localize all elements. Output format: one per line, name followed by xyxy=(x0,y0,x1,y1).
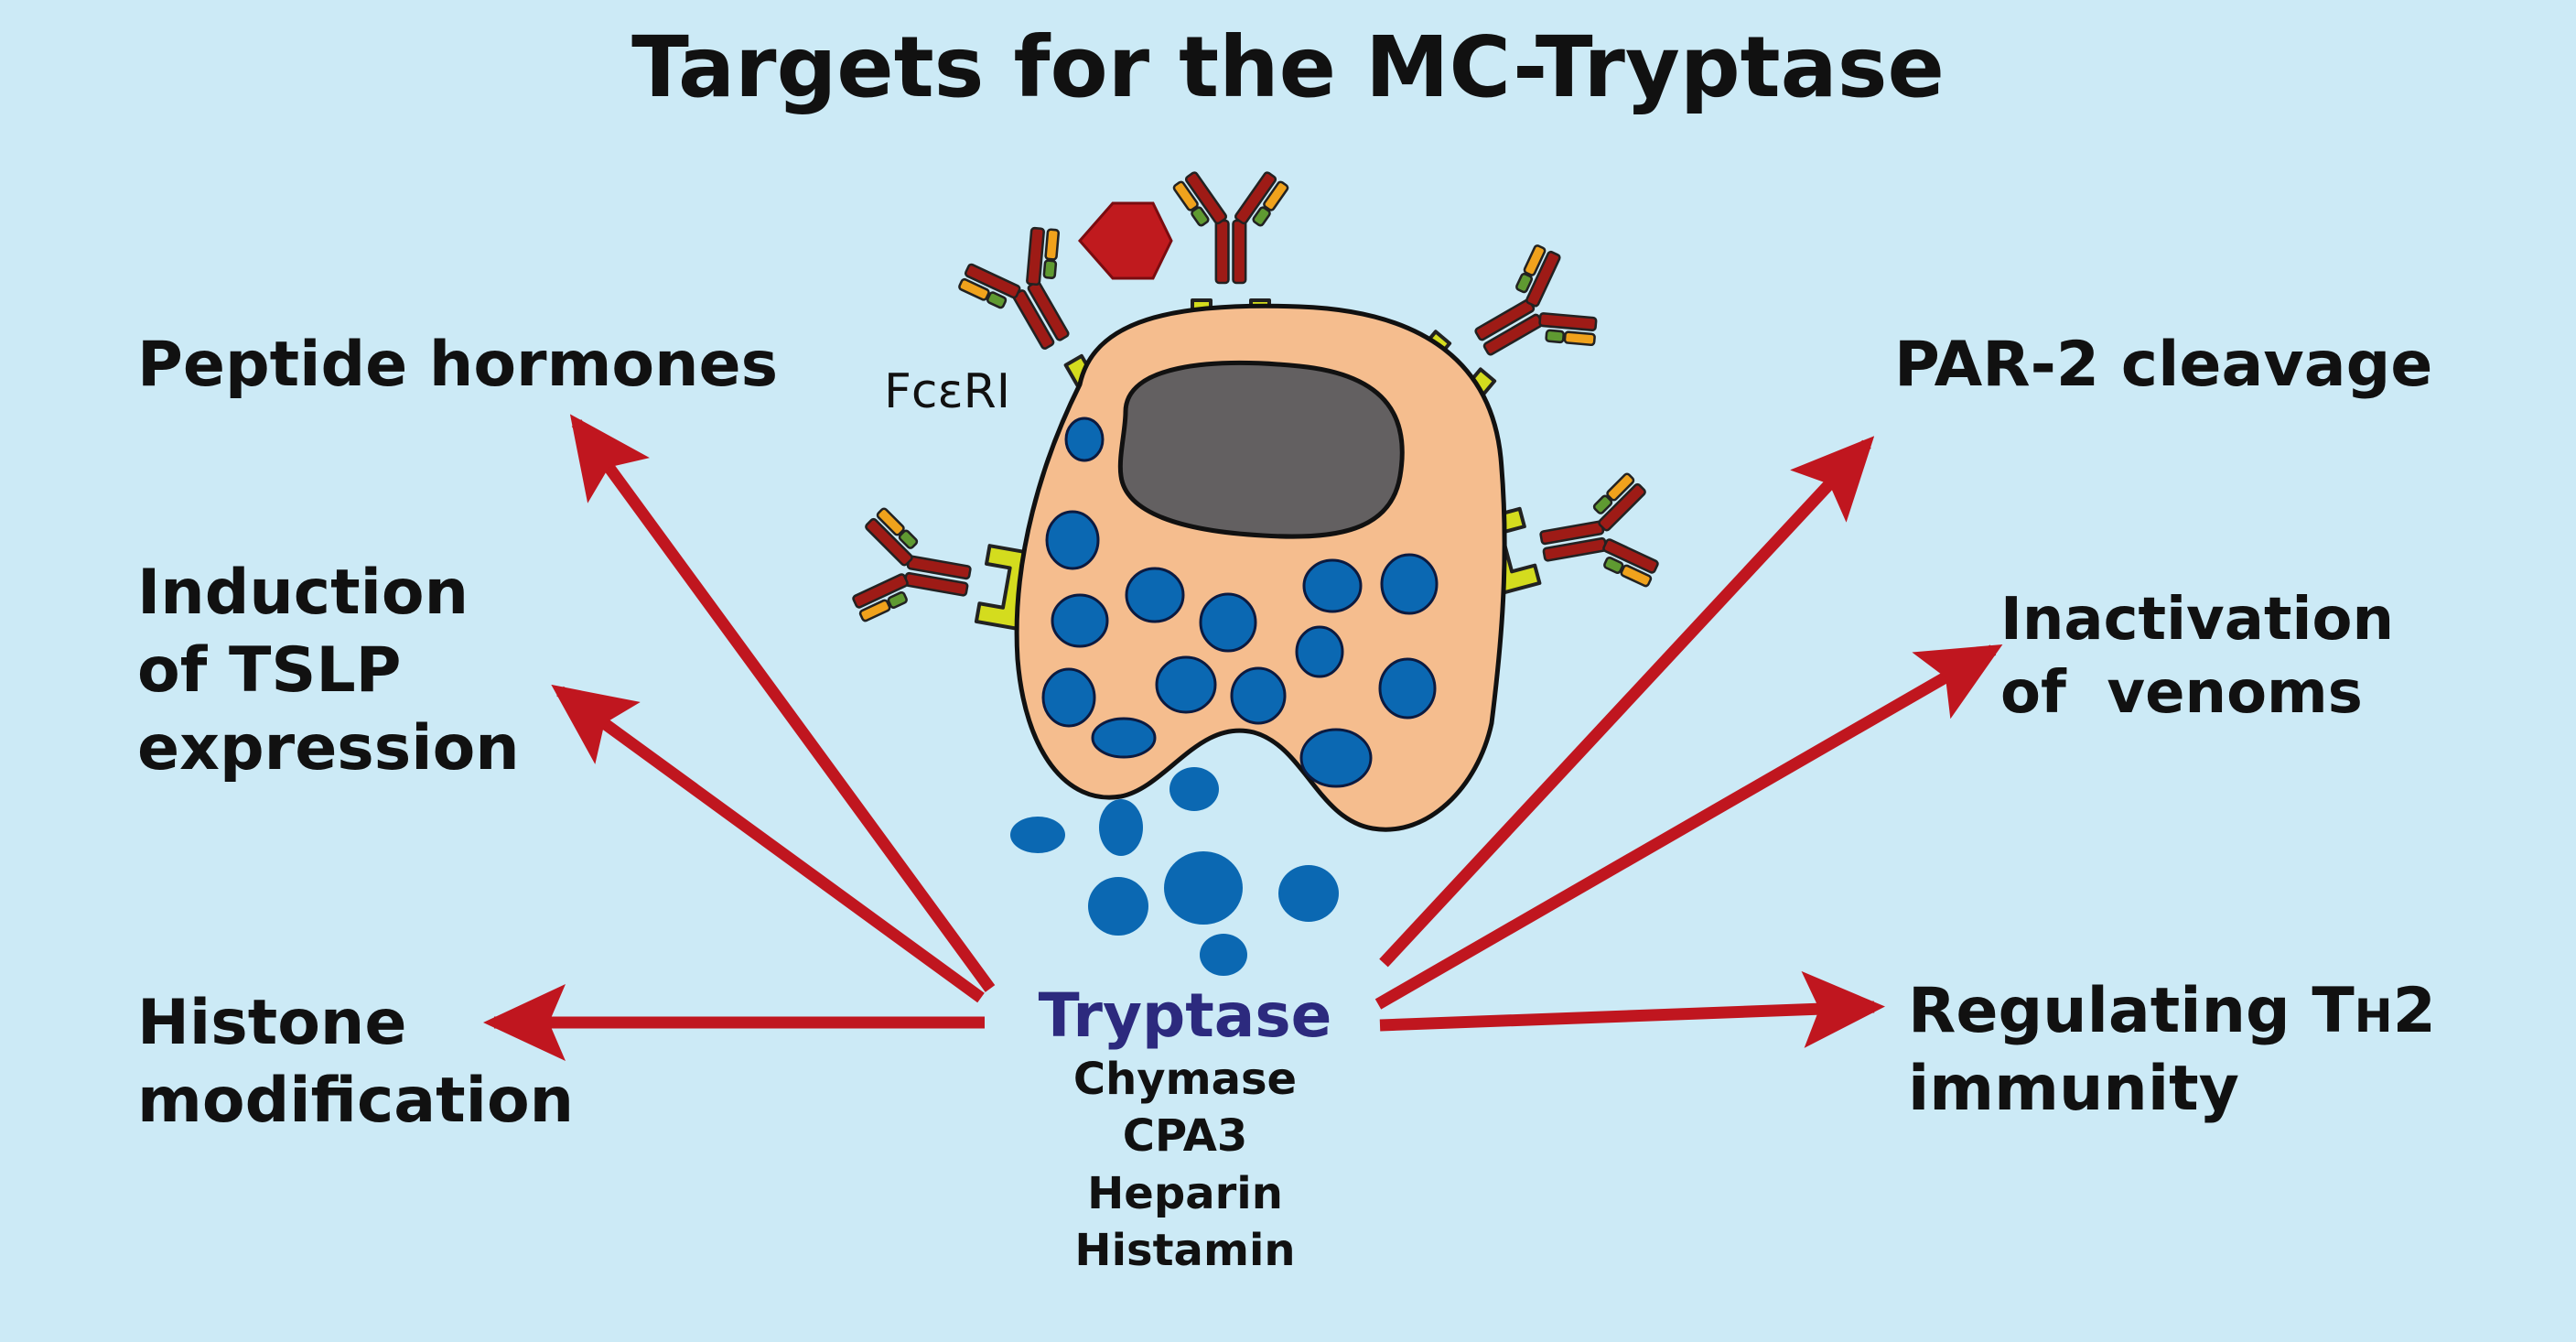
granule xyxy=(1299,728,1373,788)
granule xyxy=(1155,655,1217,714)
granule xyxy=(1091,717,1157,759)
granule xyxy=(1200,934,1247,976)
granule xyxy=(1010,817,1065,853)
target-par2-cleavage: PAR-2 cleavage xyxy=(1894,326,2432,404)
granule xyxy=(1064,417,1105,462)
target-line-1: Regulating TH2 xyxy=(1908,972,2436,1050)
granule xyxy=(1380,553,1439,615)
target-line: modification xyxy=(137,1065,575,1137)
target-venom-inactivation: Inactivation of venoms xyxy=(2000,583,2394,730)
granules-inside xyxy=(1041,417,1439,788)
mediator-list: Tryptase Chymase CPA3 Heparin Histamin xyxy=(956,981,1414,1279)
target-histone-modification: Histone modification xyxy=(137,984,574,1140)
granule xyxy=(1378,657,1437,720)
target-line: immunity xyxy=(1908,1053,2239,1125)
target-line: expression xyxy=(137,712,520,785)
granule xyxy=(1088,877,1148,936)
granule xyxy=(1125,567,1185,623)
arrow-th2-immunity xyxy=(1379,970,1885,1048)
granules-released xyxy=(1010,767,1339,976)
granule xyxy=(1051,593,1109,648)
th2-suffix: 2 xyxy=(2392,975,2436,1047)
granule xyxy=(1199,592,1257,653)
fceri-label: FcεRI xyxy=(884,364,1011,419)
target-th2-immunity: Regulating TH2 immunity xyxy=(1908,972,2436,1128)
target-line: Inactivation xyxy=(2000,586,2394,654)
target-tslp-induction: Induction of TSLP expression xyxy=(137,554,520,787)
ige-antibody-icon xyxy=(846,503,980,640)
arrow-peptide-hormones xyxy=(569,414,996,992)
target-peptide-hormones: Peptide hormones xyxy=(137,326,778,404)
arrow-tslp-induction xyxy=(551,684,985,1003)
ige-antibody-icon xyxy=(1171,170,1290,285)
granule xyxy=(1302,558,1363,613)
target-line: PAR-2 cleavage xyxy=(1894,329,2433,401)
nucleus xyxy=(1117,361,1405,539)
granule xyxy=(1164,851,1243,925)
mediator-chymase: Chymase xyxy=(1072,1053,1298,1105)
granule xyxy=(1295,625,1344,678)
ige-antibody-icon xyxy=(1451,235,1609,395)
page-title: Targets for the MC-Tryptase xyxy=(631,18,1945,116)
target-line: of TSLP xyxy=(137,634,402,707)
arrow-par2-cleavage xyxy=(1379,436,1875,968)
mediator-cpa3: CPA3 xyxy=(1122,1110,1248,1163)
mediator-heparin: Heparin xyxy=(1087,1167,1283,1219)
th2-prefix: Regulating T xyxy=(1908,975,2355,1047)
arrow-venom-inactivation xyxy=(1374,644,2003,1010)
target-line: Induction xyxy=(137,557,469,629)
arrows-group xyxy=(483,414,2003,1061)
target-line: Histone xyxy=(137,987,407,1059)
granule xyxy=(1045,510,1100,570)
granule xyxy=(1099,799,1143,856)
granule xyxy=(1169,767,1219,811)
granule xyxy=(1041,667,1096,728)
mediator-histamin: Histamin xyxy=(1074,1225,1296,1277)
ige-antibody-icon xyxy=(1531,469,1665,605)
granule xyxy=(1230,666,1287,725)
th2-smallcaps: H xyxy=(2354,990,2393,1043)
target-line: Peptide hormones xyxy=(137,329,779,401)
tryptase-label: Tryptase xyxy=(1038,980,1332,1051)
target-line: of venoms xyxy=(2000,659,2363,727)
granule xyxy=(1278,865,1339,922)
allergen-hexagon xyxy=(1078,201,1173,280)
